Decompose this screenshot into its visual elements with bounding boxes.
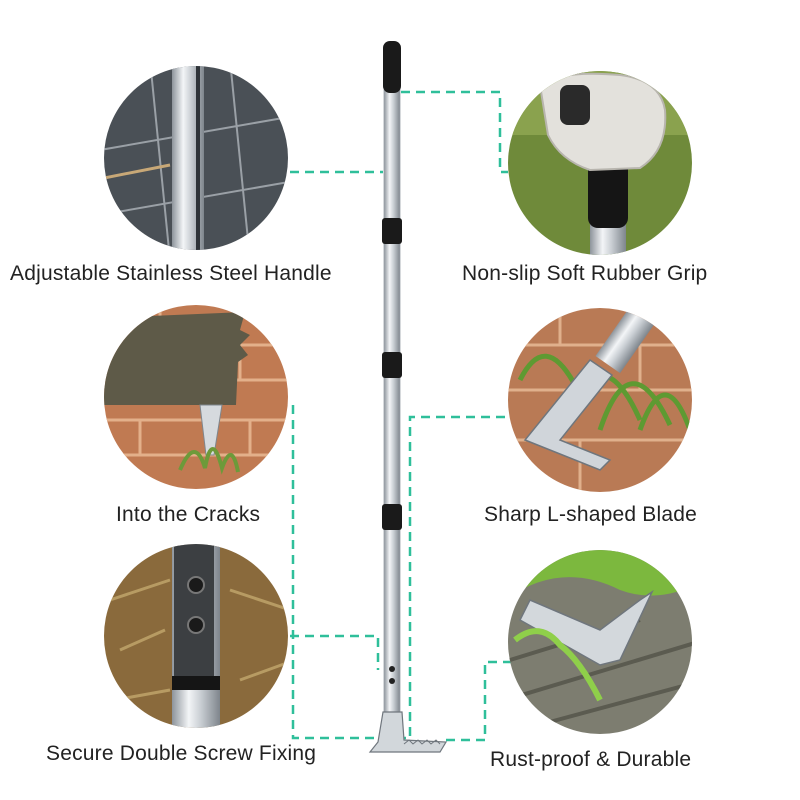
connector-blade <box>383 415 505 740</box>
tool-collar-2 <box>382 352 402 378</box>
photo-cracks-closeup <box>104 305 288 489</box>
tool-shaft <box>383 87 401 719</box>
caption-grip: Non-slip Soft Rubber Grip <box>462 262 708 285</box>
tool-screw-1 <box>389 666 395 672</box>
photo-handle-closeup <box>104 66 288 250</box>
tool-collar-1 <box>382 218 402 244</box>
tool-collar-3 <box>382 504 402 530</box>
connector-cracks <box>291 405 383 740</box>
connector-grip <box>401 90 508 174</box>
photo-blade-closeup <box>508 308 692 492</box>
tool-screw-2 <box>389 678 395 684</box>
caption-screw: Secure Double Screw Fixing <box>46 742 317 765</box>
photo-rust-closeup <box>508 550 692 734</box>
tool-grip <box>383 41 401 93</box>
caption-cracks: Into the Cracks <box>116 503 261 526</box>
photo-grip-closeup <box>508 71 692 255</box>
weeder-tool <box>368 41 448 753</box>
connector-screw <box>290 634 380 670</box>
connector-rust <box>445 660 512 742</box>
tool-blade <box>368 711 448 753</box>
caption-blade: Sharp L-shaped Blade <box>484 503 697 526</box>
connector-lines <box>290 90 512 742</box>
tool-blade-teeth <box>403 739 441 745</box>
caption-handle: Adjustable Stainless Steel Handle <box>10 262 332 285</box>
photo-screw-closeup <box>104 544 288 728</box>
caption-rust: Rust-proof & Durable <box>490 748 692 771</box>
